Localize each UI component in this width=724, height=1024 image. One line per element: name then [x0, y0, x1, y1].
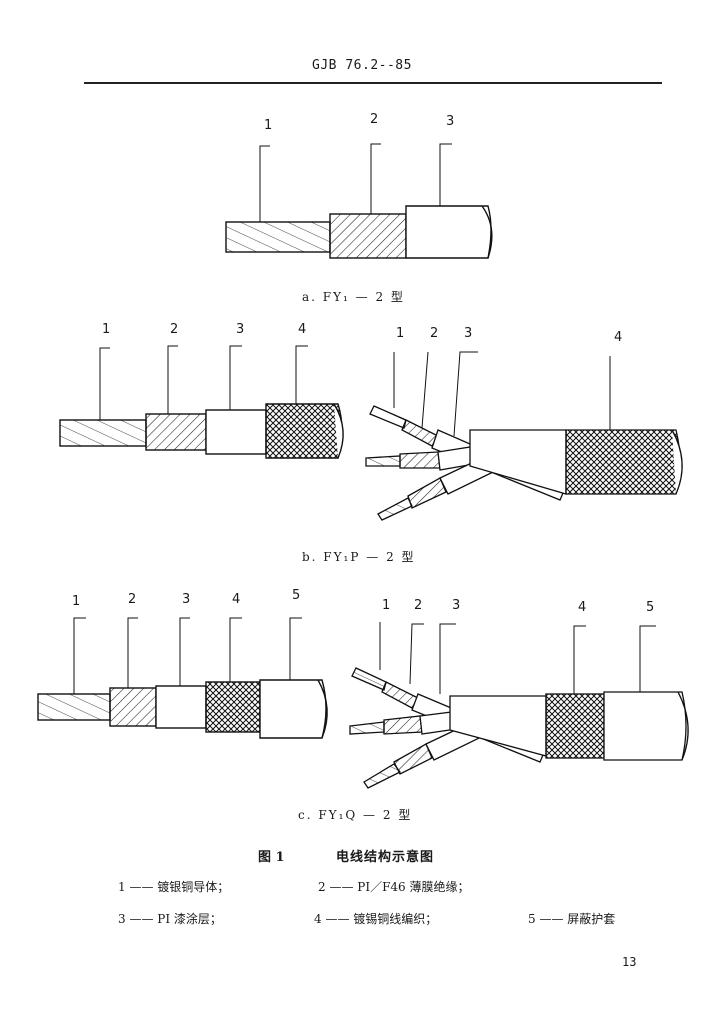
fig-b-right-label-4: 4	[614, 330, 623, 345]
legend-item-5: 5 —— 屏蔽护套	[528, 912, 616, 926]
page-number: 13	[622, 955, 637, 969]
fig-c-right-label-5: 5	[646, 600, 655, 615]
legend-item-4: 4 —— 镀锡铜线编织；	[314, 912, 438, 926]
fig-b-caption: b. FY₁P — 2 型	[302, 550, 416, 564]
cable-structure-drawings	[37, 143, 689, 789]
fig-c-right-label-3: 3	[452, 598, 461, 613]
figure-title: 电线结构示意图	[336, 850, 435, 865]
fig-b-right-label-2: 2	[430, 326, 439, 341]
figure-c-right-drawing	[349, 622, 689, 789]
fig-c-left-label-3: 3	[182, 592, 191, 607]
fig-a-label-3: 3	[446, 114, 455, 129]
fig-c-left-label-1: 1	[72, 594, 81, 609]
figure-b-left-drawing	[59, 345, 344, 459]
fig-c-caption: c. FY₁Q — 2 型	[298, 808, 413, 822]
header-rule	[84, 82, 662, 84]
legend-item-1: 1 —— 镀银铜导体；	[118, 880, 230, 894]
fig-c-left-label-2: 2	[128, 592, 137, 607]
legend-item-2: 2 —— PI／F46 薄膜绝缘；	[318, 880, 470, 894]
fig-a-caption: a. FY₁ — 2 型	[302, 290, 405, 304]
figure-b-right-drawing	[365, 351, 683, 521]
fig-c-left-label-5: 5	[292, 588, 301, 603]
fig-b-left-label-1: 1	[102, 322, 111, 337]
fig-a-label-1: 1	[264, 118, 273, 133]
legend-item-3: 3 —— PI 漆涂层；	[118, 912, 222, 926]
fig-b-left-label-4: 4	[298, 322, 307, 337]
fig-b-right-label-3: 3	[464, 326, 473, 341]
fig-c-right-label-2: 2	[414, 598, 423, 613]
fig-c-right-label-4: 4	[578, 600, 587, 615]
fig-c-right-label-1: 1	[382, 598, 391, 613]
figure-number: 图 1	[258, 850, 285, 865]
figure-a-drawing	[225, 143, 493, 259]
fig-c-left-label-4: 4	[232, 592, 241, 607]
figure-c-left-drawing	[37, 617, 328, 739]
fig-b-left-label-2: 2	[170, 322, 179, 337]
fig-a-label-2: 2	[370, 112, 379, 127]
fig-b-right-label-1: 1	[396, 326, 405, 341]
page-header-standard: GJB 76.2--85	[312, 58, 412, 73]
fig-b-left-label-3: 3	[236, 322, 245, 337]
